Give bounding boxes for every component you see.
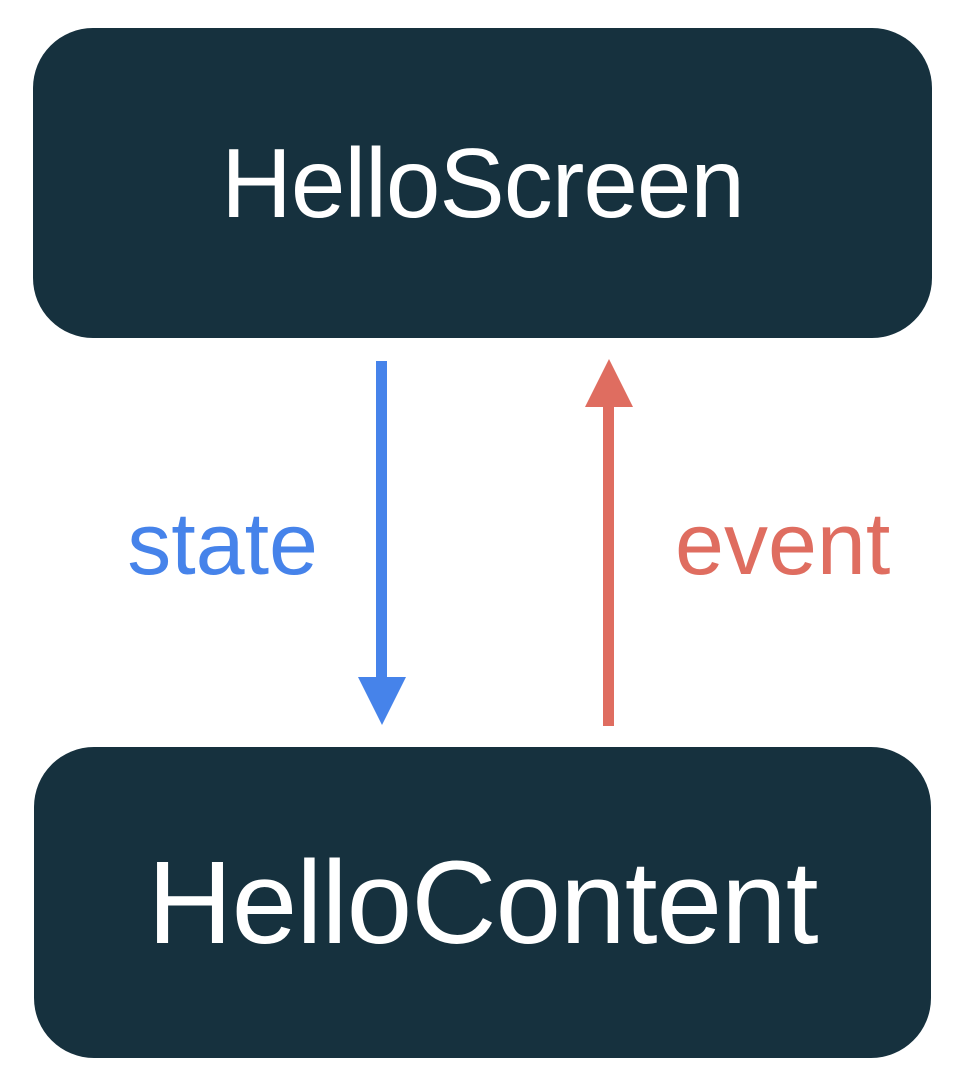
state-arrowhead-icon xyxy=(358,677,406,725)
hello-content-label: HelloContent xyxy=(147,836,818,969)
state-arrow-shaft xyxy=(376,361,387,679)
event-up-arrow-icon xyxy=(585,359,633,726)
state-label: state xyxy=(127,494,318,593)
event-label: event xyxy=(675,494,891,593)
hello-screen-box: HelloScreen xyxy=(33,28,932,338)
state-down-arrow-icon xyxy=(358,361,406,725)
event-arrow-shaft xyxy=(603,405,614,726)
hello-screen-label: HelloScreen xyxy=(221,128,745,238)
event-arrowhead-icon xyxy=(585,359,633,407)
hello-content-box: HelloContent xyxy=(34,747,931,1058)
